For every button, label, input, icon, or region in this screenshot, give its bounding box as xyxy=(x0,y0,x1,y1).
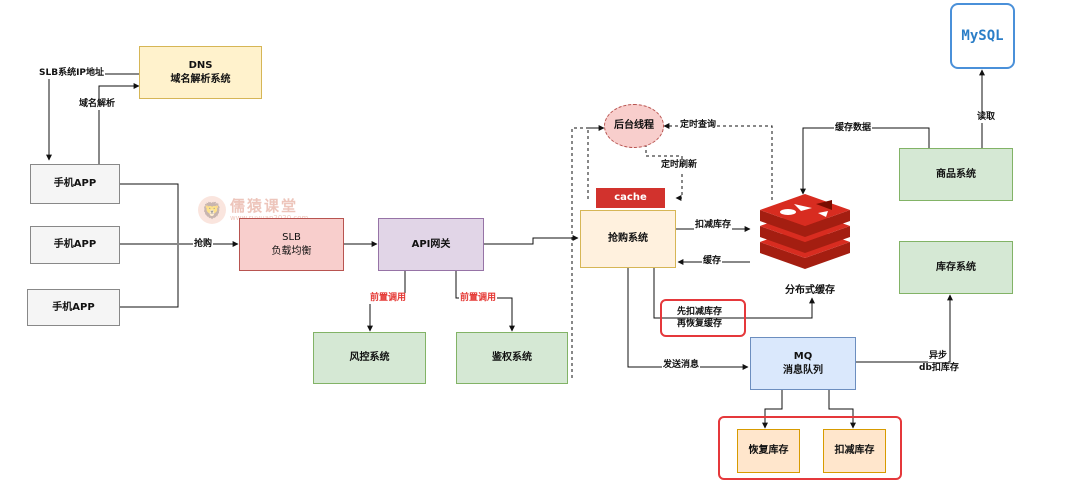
edge-qianggou-redis-restore xyxy=(653,268,815,319)
watermark-title: 儒猿课堂 xyxy=(230,196,299,215)
dns-subtitle: 域名解析系统 xyxy=(170,73,231,85)
label-cache-data: 缓存数据 xyxy=(834,123,873,134)
mq-consumers-highlight xyxy=(718,416,902,480)
redis-cache-label: 分布式缓存 xyxy=(785,285,835,296)
edge-phone1-slb xyxy=(120,183,179,243)
label-async-db-deduct: db扣库存 xyxy=(918,363,960,374)
phone-app-node-2[interactable]: 手机APP xyxy=(30,226,120,264)
edge-dns-to-phone xyxy=(46,73,139,161)
watermark: 🦁 儒猿课堂 www.ruyuan2020.com xyxy=(198,196,308,224)
risk-control-node[interactable]: 风控系统 xyxy=(313,332,426,384)
label-pre-call-2: 前置调用 xyxy=(459,293,498,304)
api-gateway-node[interactable]: API网关 xyxy=(378,218,484,271)
lion-logo-icon: 🦁 xyxy=(198,196,226,224)
background-thread-node[interactable]: 后台线程 xyxy=(604,104,664,148)
edge-qianggou-mq xyxy=(627,268,749,370)
label-send-message: 发送消息 xyxy=(662,360,701,371)
phone-app-node-1[interactable]: 手机APP xyxy=(30,164,120,204)
edge-phone-to-dns xyxy=(98,83,140,164)
edge-mq-restore xyxy=(762,390,783,429)
mysql-node[interactable]: MySQL xyxy=(950,3,1015,69)
label-qiang: 抢购 xyxy=(193,239,214,250)
label-pre-call-1: 前置调用 xyxy=(369,293,408,304)
redis-logo-icon xyxy=(760,194,850,269)
dns-node[interactable]: DNS 域名解析系统 xyxy=(139,46,262,99)
label-async: 异步 xyxy=(928,351,949,362)
edge-phone3-slb xyxy=(120,245,179,308)
phone-app-node-3[interactable]: 手机APP xyxy=(27,289,120,326)
edge-mq-inventory xyxy=(856,294,953,363)
watermark-url: www.ruyuan2020.com xyxy=(230,214,308,223)
label-cache-back: 缓存 xyxy=(702,256,723,267)
mq-title: MQ xyxy=(793,350,813,362)
dns-title: DNS xyxy=(188,59,213,71)
label-first-deduct-2: 再恢复缓存 xyxy=(677,319,723,329)
restore-stock-node[interactable]: 恢复库存 xyxy=(737,429,800,473)
label-first-deduct-1: 先扣减库存 xyxy=(677,307,723,317)
auth-node[interactable]: 鉴权系统 xyxy=(456,332,568,384)
qianggou-system-node[interactable]: 抢购系统 xyxy=(580,210,676,268)
slb-title: SLB xyxy=(282,231,301,243)
inventory-system-node[interactable]: 库存系统 xyxy=(899,241,1013,294)
edge-qianggou-thread xyxy=(571,125,605,378)
first-deduct-highlight xyxy=(660,299,746,337)
slb-subtitle: 负载均衡 xyxy=(271,245,312,257)
label-slb-ip: SLB系统IP地址 xyxy=(38,68,106,79)
slb-node[interactable]: SLB 负载均衡 xyxy=(239,218,344,271)
label-domain-resolve: 域名解析 xyxy=(78,99,117,110)
cache-tag[interactable]: cache xyxy=(596,188,665,208)
edge-mq-deduct xyxy=(828,390,856,429)
label-deduct-stock: 扣减库存 xyxy=(694,220,733,231)
product-system-node[interactable]: 商品系统 xyxy=(899,148,1013,201)
mq-subtitle: 消息队列 xyxy=(783,364,823,376)
label-read: 读取 xyxy=(976,112,997,123)
mq-node[interactable]: MQ 消息队列 xyxy=(750,337,856,390)
label-timed-query: 定时查询 xyxy=(679,120,718,131)
deduct-stock-node[interactable]: 扣减库存 xyxy=(823,429,886,473)
edge-api-qianggou xyxy=(484,235,579,245)
edge-thread-cache xyxy=(645,144,683,201)
label-timed-refresh: 定时刷新 xyxy=(660,160,699,171)
